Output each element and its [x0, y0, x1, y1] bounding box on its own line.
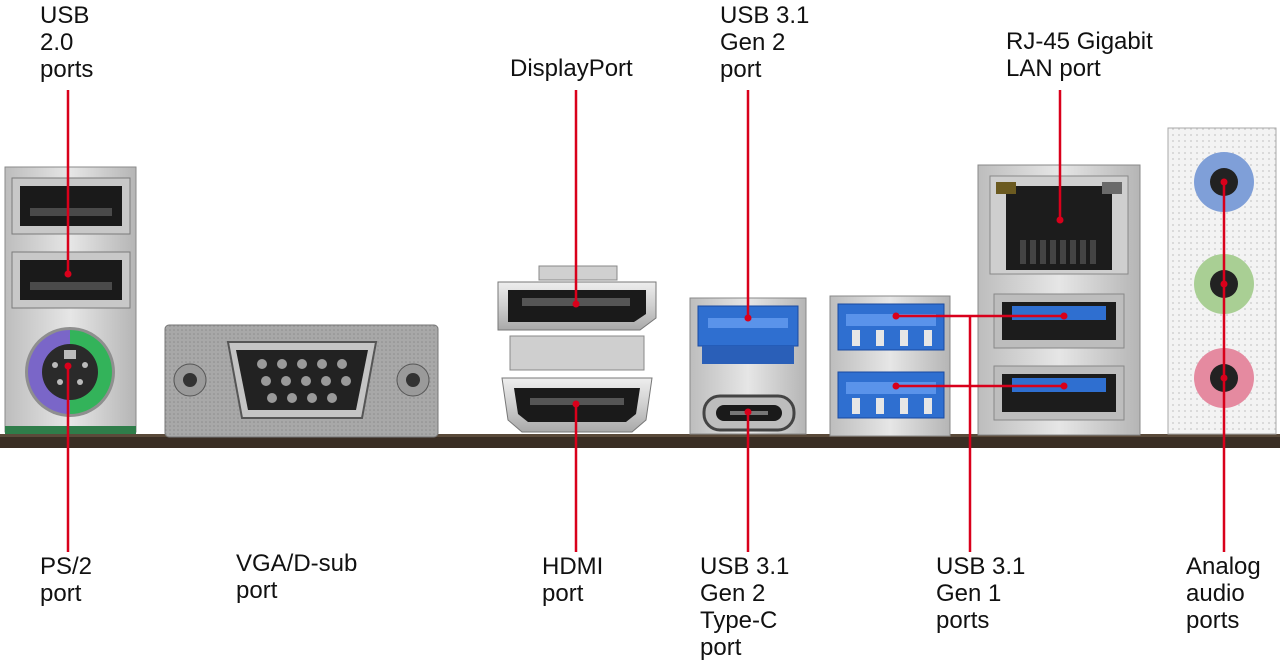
label-rj45: RJ-45 Gigabit LAN port [1006, 28, 1153, 82]
label-hdmi: HDMI port [542, 553, 604, 607]
label-ps2: PS/2 port [40, 553, 93, 607]
leader-lines [66, 90, 1226, 552]
leader-dots [64, 178, 1228, 416]
label-usb31-gen1: USB 3.1 Gen 1 ports [936, 553, 1026, 634]
usb20-ps2-stack [4, 166, 137, 434]
label-audio: Analog audio ports [1186, 553, 1261, 634]
ps2-port [25, 327, 115, 417]
audio-ports [1167, 127, 1277, 435]
usb31-gen1-stack [829, 295, 951, 437]
rj45-usb-stack [977, 164, 1141, 436]
usb20-port-top [11, 177, 131, 235]
usb20-port-bottom [11, 251, 131, 309]
label-vga: VGA/D-sub port [236, 550, 358, 604]
label-displayport: DisplayPort [510, 55, 633, 82]
label-usb31-gen2: USB 3.1 Gen 2 port [720, 2, 810, 83]
label-usb31-typec: USB 3.1 Gen 2 Type-C port [700, 553, 790, 661]
usb31-gen1-port-lower [993, 365, 1125, 421]
usb31-gen1-port-upper [993, 293, 1125, 349]
vga-port [164, 324, 439, 438]
label-usb20: USB 2.0 ports [40, 2, 94, 83]
